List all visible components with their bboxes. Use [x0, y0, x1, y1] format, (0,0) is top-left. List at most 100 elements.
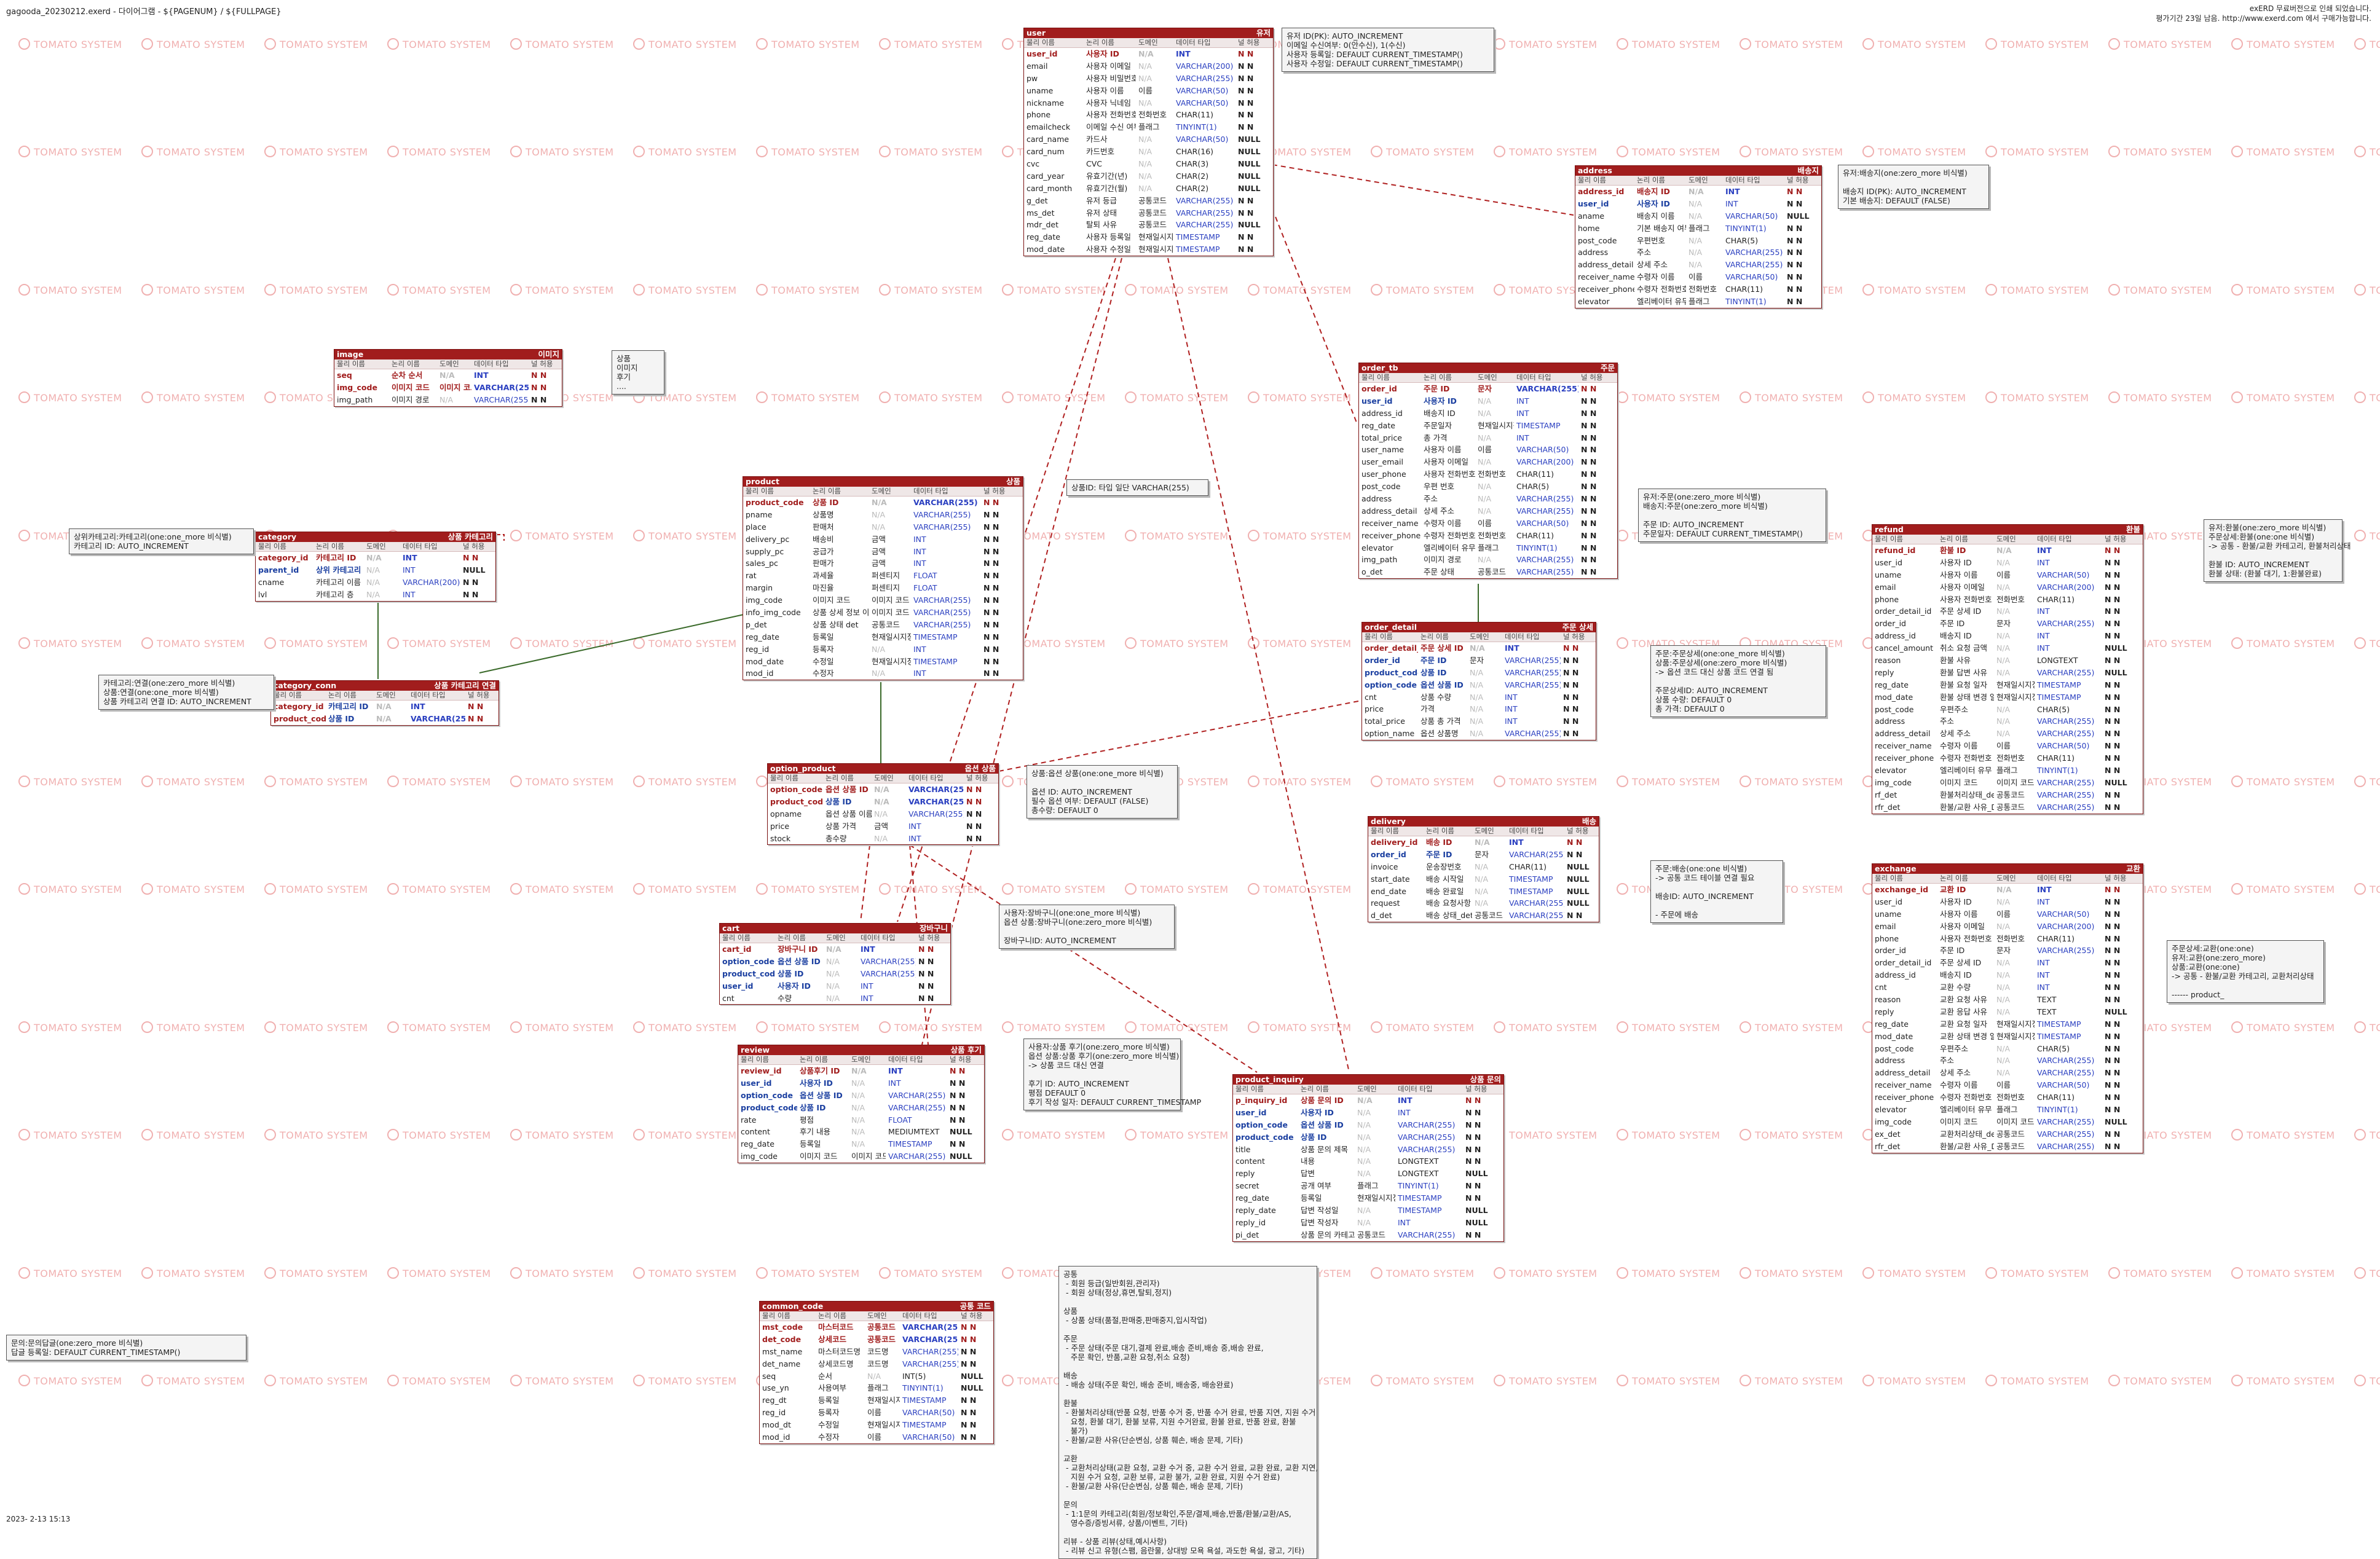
note-product[interactable]: 상품ID: 타입 일단 VARCHAR(255) — [1066, 479, 1208, 496]
note-user[interactable]: 유저 ID(PK): AUTO_INCREMENT 이메일 수신여부: 0(안수… — [1282, 28, 1494, 72]
note-image[interactable]: 상품 이미지 후기 .... — [612, 350, 664, 395]
column-row[interactable]: reg_dt등록일현재일시지정TIMESTAMPN N — [760, 1394, 993, 1407]
note-exchange[interactable]: 주문상세:교환(one:one) 유저:교환(one:zero_more) 상품… — [2167, 940, 2324, 1003]
note-cart[interactable]: 사용자:장바구니(one:one_more 비식별) 옵션 상품:장바구니(on… — [999, 905, 1175, 949]
note-refund[interactable]: 유저:환불(one:zero_more 비식별) 주문상세:환불(one:one… — [2204, 519, 2351, 582]
note-orderdetail[interactable]: 주문:주문상세(one:one_more 비식별) 상품:주문상세(one:ze… — [1650, 645, 1826, 717]
note-inquiry[interactable]: 문의:문의답글(one:zero_more 비식별) 답글 등록일: DEFAU… — [6, 1335, 246, 1361]
note-order[interactable]: 유저:주문(one:zero_more 비식별) 배송지:주문(one:zero… — [1638, 489, 1826, 542]
